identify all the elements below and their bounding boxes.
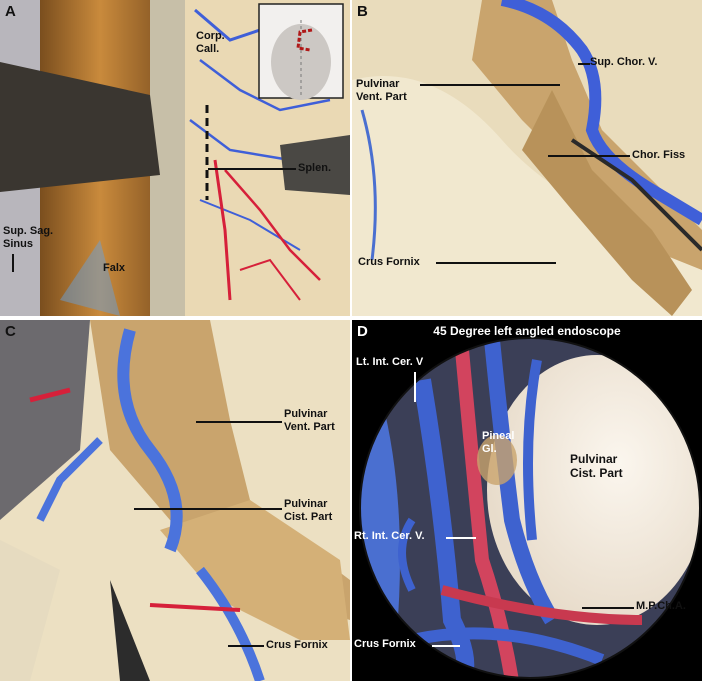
panel-d-letter: D bbox=[357, 323, 368, 340]
leader-pulvinar-vent bbox=[420, 84, 560, 86]
label-lt-int-cer-v: Lt. Int. Cer. V bbox=[356, 356, 424, 368]
label-crus-fornix-b: Crus Fornix bbox=[358, 256, 420, 268]
leader-pulvinar-cist-c bbox=[134, 508, 282, 510]
panel-d-title: 45 Degree left angled endoscope bbox=[433, 324, 621, 338]
panel-d: D 45 Degree left angled endoscope Lt. In… bbox=[352, 320, 702, 681]
panel-a: A Corp. Call. Splen. Sup. Sag. Sinus Fal… bbox=[0, 0, 350, 316]
label-splen: Splen. bbox=[298, 162, 332, 174]
label-pulvinar-vent-c: Pulvinar Vent. Part bbox=[284, 408, 335, 433]
label-chor-fiss: Chor. Fiss bbox=[632, 149, 686, 161]
leader-lt-int-cer-v bbox=[414, 372, 416, 402]
leader-crus-fornix-d bbox=[432, 645, 460, 647]
label-pineal-gl: Pineal Gl. bbox=[482, 430, 515, 455]
label-corp-call: Corp. Call. bbox=[196, 30, 225, 55]
panel-c-letter: C bbox=[5, 323, 16, 340]
leader-sup-sag-sinus bbox=[12, 254, 14, 272]
leader-mpcha bbox=[582, 607, 634, 609]
leader-rt-int-cer-v bbox=[446, 537, 476, 539]
panel-a-photo bbox=[0, 0, 350, 316]
leader-pulvinar-vent-c bbox=[196, 421, 282, 423]
label-mpcha: M.P.Ch.A. bbox=[636, 600, 686, 612]
panel-b-letter: B bbox=[357, 3, 368, 20]
label-pulvinar-vent: Pulvinar Vent. Part bbox=[356, 78, 407, 103]
label-falx: Falx bbox=[103, 262, 126, 274]
label-sup-chor-v: Sup. Chor. V. bbox=[590, 56, 658, 68]
panel-c-photo bbox=[0, 320, 350, 681]
panel-d-photo bbox=[359, 337, 701, 679]
label-crus-fornix-d: Crus Fornix bbox=[354, 638, 416, 650]
panel-c: C Pulvinar Vent. Part Pulvinar Cist. Par… bbox=[0, 320, 350, 681]
leader-sup-chor-v bbox=[578, 63, 590, 65]
leader-crus-fornix-c bbox=[228, 645, 264, 647]
panel-a-letter: A bbox=[5, 3, 16, 20]
label-rt-int-cer-v: Rt. Int. Cer. V. bbox=[354, 530, 425, 542]
panel-b: B Sup. Chor. V. Pulvinar Vent. Part Chor… bbox=[352, 0, 702, 316]
leader-chor-fiss bbox=[548, 155, 630, 157]
label-pulvinar-cist-c: Pulvinar Cist. Part bbox=[284, 498, 333, 523]
label-crus-fornix-c: Crus Fornix bbox=[266, 639, 328, 651]
label-sup-sag-sinus: Sup. Sag. Sinus bbox=[3, 225, 54, 250]
leader-splen bbox=[208, 168, 296, 170]
label-pulvinar-cist-d: Pulvinar Cist. Part bbox=[570, 452, 623, 480]
leader-crus-fornix-b bbox=[436, 262, 556, 264]
